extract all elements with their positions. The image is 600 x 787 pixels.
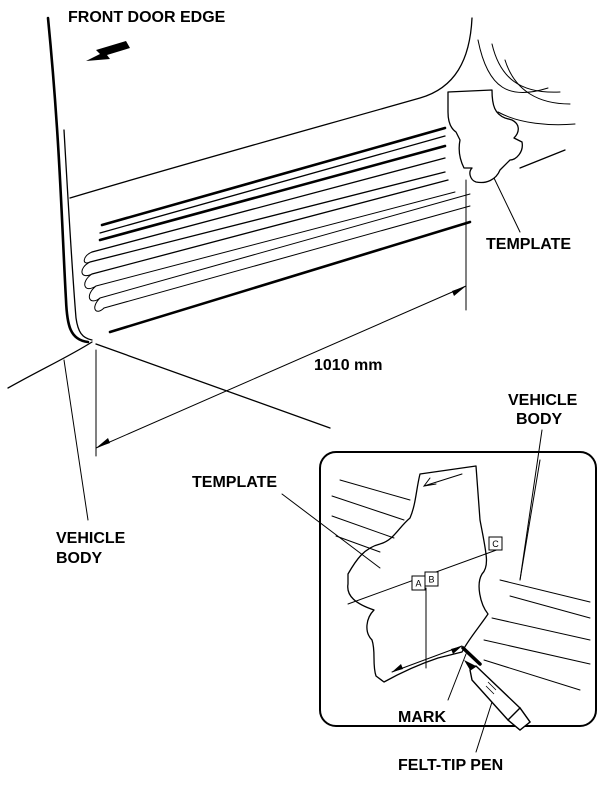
sill-strip-3 [98, 144, 447, 242]
detail-inset: A B C [281, 429, 597, 753]
felt-tip-pen-icon [464, 660, 531, 731]
label-vehicle-body-right-1: VEHICLE [508, 392, 578, 409]
vehicle-body-left-leader [63, 359, 89, 521]
inset-box-c: C [488, 536, 503, 551]
sill-strip-6 [91, 179, 449, 275]
svg-text:B: B [428, 575, 434, 585]
label-front-door-edge: FRONT DOOR EDGE [68, 9, 226, 26]
body-upper-curve-5 [497, 111, 576, 126]
dimension-arrow-right-icon [452, 286, 466, 296]
inset-body-lines [331, 459, 591, 691]
body-right-line [519, 149, 566, 169]
inset-dim-arrow-left-icon [392, 664, 403, 672]
inset-template-outline[interactable] [347, 465, 489, 683]
sill-strip-7 [95, 191, 456, 287]
body-upper-curve-3 [491, 43, 561, 93]
inset-box-b: B [424, 571, 439, 587]
ground-line [7, 341, 93, 389]
sill-strip-8 [99, 193, 471, 299]
inset-dim-arrow-right-icon [451, 646, 462, 654]
svg-text:C: C [492, 539, 499, 549]
door-edge-inner-line [63, 129, 93, 341]
inset-notch-arrow-icon [422, 473, 463, 487]
label-dimension: 1010 mm [314, 357, 383, 374]
inset-box-a: A [411, 575, 426, 591]
body-upper-curve [69, 17, 473, 199]
label-vehicle-body-right-2: BODY [516, 411, 563, 428]
sill-strip-10 [108, 220, 472, 334]
sill-strip-4 [91, 157, 446, 253]
label-vehicle-body-left-1: VEHICLE [56, 530, 126, 547]
label-vehicle-body-left-2: BODY [56, 550, 103, 567]
dimension-line [95, 285, 467, 449]
mark-leader [447, 653, 467, 701]
sill-strip-2 [99, 135, 446, 234]
floor-slope-line [95, 343, 331, 429]
sill-strip-9 [103, 205, 471, 309]
vehicle-body-right-leader [519, 429, 543, 581]
dimension-arrow-left-icon [96, 438, 110, 448]
rocker-panel-view [7, 16, 576, 521]
label-felt-tip-pen: FELT-TIP PEN [398, 757, 503, 774]
felt-tip-pen-leader [475, 701, 493, 753]
front-door-edge-line [46, 16, 90, 344]
sill-strip-5 [89, 171, 446, 263]
label-template-top: TEMPLATE [486, 236, 571, 253]
inset-bottom-dim-line [391, 645, 463, 673]
inset-frame [319, 451, 597, 727]
template-main [447, 89, 523, 184]
label-template-inset: TEMPLATE [192, 474, 277, 491]
mark-line [461, 646, 482, 666]
direction-arrow-icon [86, 41, 130, 61]
body-upper-curve-4 [504, 59, 571, 105]
template-inset-leader [281, 493, 381, 569]
sill-end-curves [81, 251, 105, 312]
body-upper-curve-2 [477, 39, 549, 94]
sill-strip-1 [100, 126, 447, 227]
template-leader-line [493, 177, 521, 233]
label-mark: MARK [398, 709, 446, 726]
svg-text:A: A [415, 579, 421, 589]
